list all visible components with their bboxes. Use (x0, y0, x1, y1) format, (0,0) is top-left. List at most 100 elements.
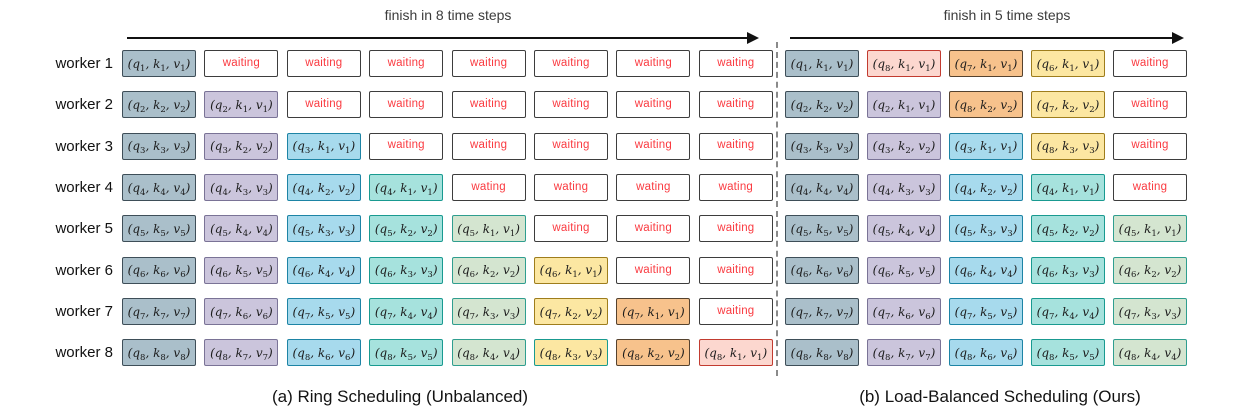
task-cell: (q2, k2, v2) (122, 91, 196, 119)
waiting-text: waiting (305, 98, 343, 111)
task-cell: (q6, k3, v3) (369, 256, 444, 284)
waiting-cell: waiting (451, 91, 526, 119)
task-tuple: (q5, k2, v2) (374, 221, 438, 239)
task-tuple: (q7, k5, v5) (954, 304, 1018, 322)
task-cell: (q6, k4, v4) (949, 256, 1023, 284)
waiting-text: waiting (222, 56, 260, 69)
worker-label: worker 6 (55, 261, 113, 279)
waiting-cell: waiting (698, 50, 773, 77)
task-tuple: (q6, k3, v3) (374, 263, 438, 281)
task-cell: (q8, k7, v7) (204, 339, 279, 367)
task-cell: (q7, k2, v2) (1031, 91, 1105, 119)
task-tuple: (q6, k4, v4) (292, 263, 356, 281)
left-arrow-label: finish in 8 time steps (384, 7, 512, 23)
task-cell: (q8, k3, v3) (534, 339, 608, 367)
task-cell: (q5, k1, v1) (1113, 215, 1187, 243)
waiting-cell: wating (616, 174, 691, 202)
task-tuple: (q5, k4, v4) (872, 221, 936, 239)
task-cell: (q3, k1, v1) (949, 132, 1023, 160)
task-tuple: (q7, k2, v2) (539, 304, 603, 322)
task-cell: (q7, k5, v5) (949, 298, 1023, 326)
task-cell: (q7, k5, v5) (286, 298, 361, 326)
task-cell: (q6, k6, v6) (122, 256, 196, 284)
task-tuple: (q8, k5, v5) (1036, 345, 1100, 363)
task-cell: (q2, k1, v1) (204, 91, 279, 119)
task-cell: (q4, k2, v2) (949, 174, 1023, 202)
task-cell: (q6, k3, v3) (1031, 256, 1105, 284)
task-tuple: (q7, k4, v4) (374, 304, 438, 322)
task-cell: (q4, k4, v4) (785, 174, 859, 202)
task-cell: (q3, k3, v3) (122, 132, 196, 160)
worker-label: worker 2 (55, 96, 113, 114)
task-tuple: (q6, k4, v4) (954, 263, 1018, 281)
task-cell: (q5, k5, v5) (785, 215, 859, 243)
task-tuple: (q7, k7, v7) (790, 304, 854, 322)
task-cell: (q8, k7, v7) (867, 339, 941, 367)
waiting-cell: waiting (286, 50, 361, 77)
task-tuple: (q5, k2, v2) (1036, 221, 1100, 239)
task-cell: (q5, k4, v4) (867, 215, 941, 243)
task-tuple: (q6, k1, v1) (1036, 56, 1100, 74)
task-tuple: (q8, k8, v8) (790, 345, 854, 363)
waiting-text: waiting (1131, 139, 1169, 152)
task-cell: (q7, k7, v7) (785, 298, 859, 326)
task-tuple: (q5, k3, v3) (954, 221, 1018, 239)
worker-label: worker 1 (55, 55, 113, 72)
waiting-text: waiting (469, 98, 508, 111)
waiting-text: waiting (634, 139, 672, 152)
task-tuple: (q5, k1, v1) (1118, 221, 1182, 239)
waiting-cell: waiting (204, 50, 279, 77)
task-tuple: (q7, k7, v7) (127, 304, 191, 322)
task-cell: (q8, k3, v3) (1031, 132, 1105, 160)
task-tuple: (q3, k3, v3) (127, 139, 191, 157)
waiting-cell: waiting (698, 256, 773, 284)
task-cell: (q4, k1, v1) (1031, 174, 1105, 202)
left-panel-caption: (a) Ring Scheduling (Unbalanced) (271, 387, 529, 406)
waiting-text: waiting (717, 139, 755, 152)
waiting-text: wating (553, 180, 589, 193)
task-cell: (q6, k1, v1) (534, 256, 608, 284)
waiting-text: waiting (552, 56, 590, 69)
task-cell: (q8, k8, v8) (122, 339, 196, 367)
task-cell: (q5, k1, v1) (451, 215, 526, 243)
task-tuple: (q5, k5, v5) (127, 221, 191, 239)
arrow-head-icon (747, 32, 759, 44)
task-cell: (q5, k2, v2) (369, 215, 444, 243)
task-tuple: (q3, k2, v2) (872, 139, 936, 157)
task-tuple: (q4, k1, v1) (374, 180, 438, 198)
waiting-text: waiting (387, 98, 425, 111)
task-tuple: (q1, k1, v1) (790, 56, 854, 74)
task-tuple: (q7, k5, v5) (292, 304, 356, 322)
waiting-cell: waiting (369, 91, 444, 119)
task-cell: (q3, k1, v1) (286, 132, 361, 160)
waiting-text: wating (471, 180, 506, 193)
task-cell: (q1, k1, v1) (785, 50, 859, 77)
waiting-text: waiting (469, 56, 508, 69)
task-tuple: (q8, k1, v1) (704, 345, 768, 363)
worker-label: worker 4 (55, 179, 113, 197)
task-cell: (q2, k1, v1) (867, 91, 941, 119)
task-tuple: (q2, k1, v1) (210, 97, 273, 115)
task-tuple: (q7, k1, v1) (622, 304, 685, 322)
waiting-text: waiting (634, 56, 672, 69)
task-tuple: (q8, k6, v6) (954, 345, 1018, 363)
task-tuple: (q7, k6, v6) (872, 304, 936, 322)
task-tuple: (q8, k8, v8) (127, 345, 191, 363)
task-tuple: (q8, k6, v6) (292, 345, 356, 363)
task-tuple: (q7, k6, v6) (210, 304, 273, 322)
waiting-cell: waiting (698, 132, 773, 160)
waiting-cell: waiting (534, 91, 608, 119)
task-tuple: (q6, k2, v2) (1118, 263, 1182, 281)
task-tuple: (q4, k2, v2) (292, 180, 356, 198)
task-cell: (q8, k8, v8) (785, 339, 859, 367)
task-tuple: (q6, k6, v6) (127, 263, 191, 281)
arrow-head-icon (1172, 32, 1184, 44)
task-cell: (q5, k5, v5) (122, 215, 196, 243)
waiting-cell: waiting (1113, 91, 1187, 119)
right-panel-caption: (b) Load-Balanced Scheduling (Ours) (859, 387, 1141, 406)
task-cell: (q8, k5, v5) (1031, 339, 1105, 367)
waiting-text: waiting (1131, 56, 1169, 69)
task-tuple: (q6, k2, v2) (457, 263, 520, 281)
waiting-text: waiting (634, 222, 672, 235)
